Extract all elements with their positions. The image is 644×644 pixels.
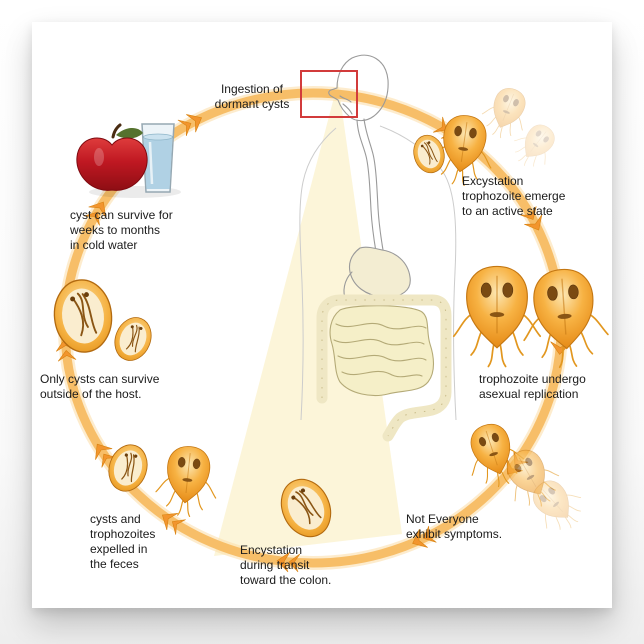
giardia-cyst — [108, 311, 158, 367]
giardia-trophozoite — [452, 265, 542, 368]
apple-icon — [75, 123, 149, 192]
mouth-highlight-box — [300, 70, 358, 118]
giardia-trophozoite-ghost — [505, 115, 565, 176]
label-replication: trophozoite undergo asexual replication — [479, 372, 586, 401]
label-expelled: cysts and trophozoites expelled in the f… — [90, 512, 156, 571]
digestive-system-illustration — [299, 54, 457, 442]
label-encystation: Encystation during transit toward the co… — [240, 543, 332, 587]
transit-wedge — [214, 82, 402, 556]
label-cyst-survive: cyst can survive for weeks to months in … — [70, 208, 173, 252]
label-ingestion: Ingestion of dormant cysts — [214, 82, 290, 111]
poster-artwork — [49, 54, 611, 574]
label-symptoms: Not Everyone exhibit symptoms. — [406, 512, 503, 541]
food-water-group — [75, 122, 181, 198]
giardia-life-cycle-poster: Ingestion of dormant cysts Excystation t… — [32, 22, 612, 608]
label-only-cysts: Only cysts can survive outside of the ho… — [40, 372, 160, 401]
label-excystation: Excystation trophozoite emerge to an act… — [462, 174, 566, 218]
